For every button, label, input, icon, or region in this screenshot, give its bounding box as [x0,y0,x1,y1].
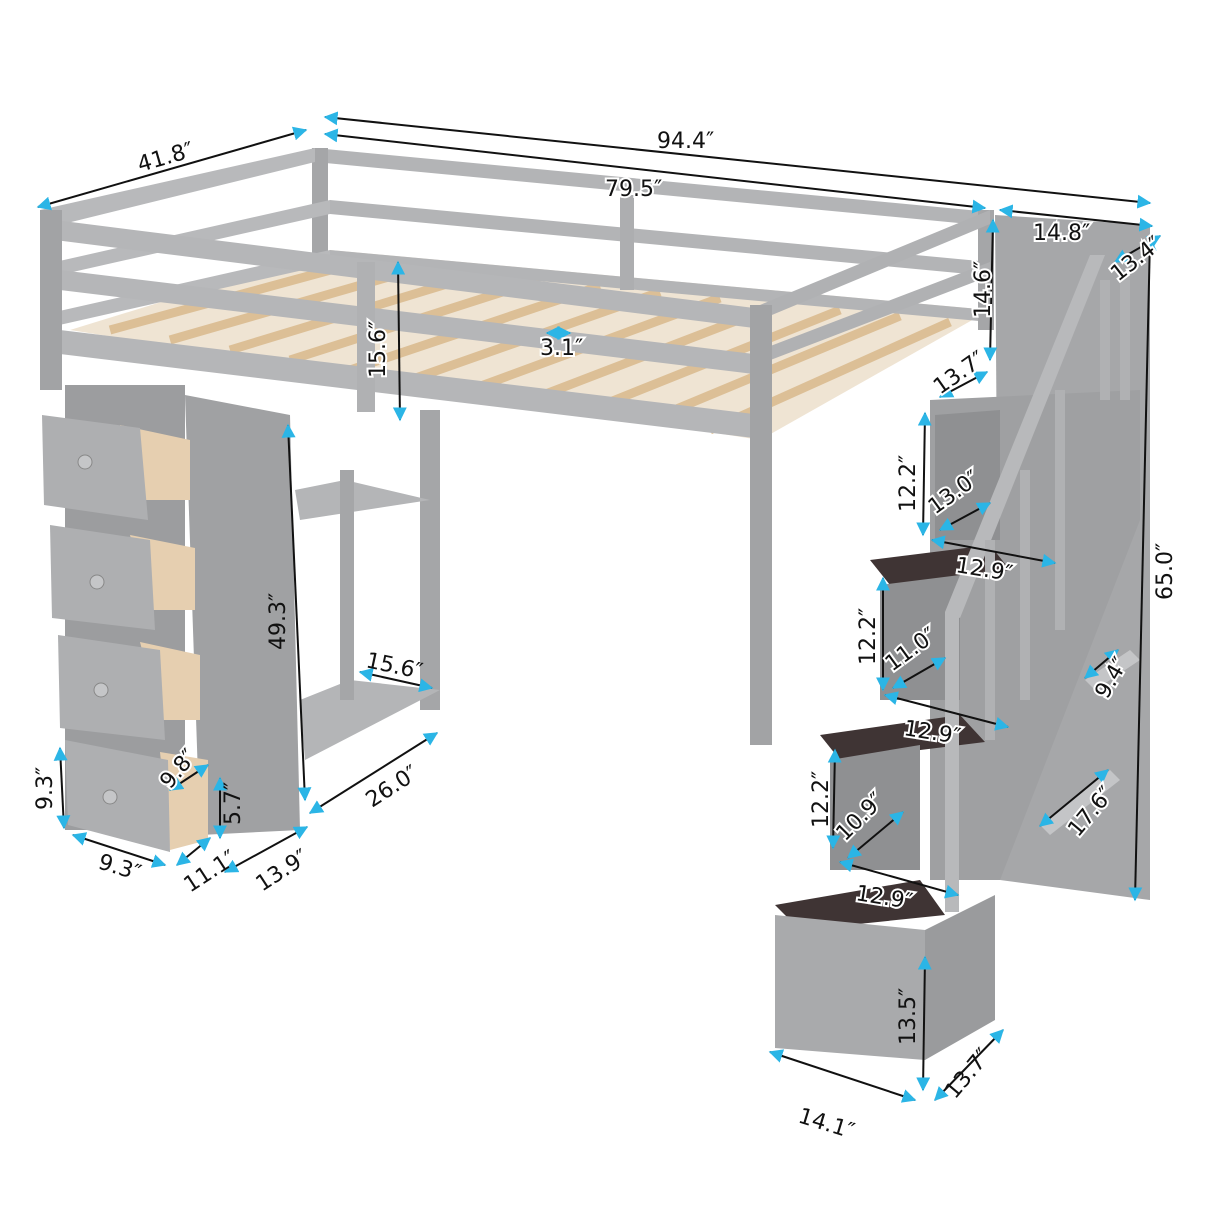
center-rail-post [357,262,375,412]
label-desk-shelf-depth: 15.6″ [364,648,425,684]
front-guardrail [55,220,770,440]
drawer-1 [42,415,190,520]
label-stair-landing-depth: 13.7″ [929,347,990,400]
label-step2-rise: 12.2″ [856,608,881,665]
front-left-post [40,210,62,390]
label-guardrail-height: 15.6″ [366,321,391,378]
cabinet-side-panel [185,395,300,835]
desk-leg [420,410,440,710]
drawer-2 [50,525,195,630]
dimension-lines [36,111,1162,1103]
label-desk-width: 26.0″ [362,761,424,813]
label-cabinet-height: 49.3″ [266,593,291,650]
label-drawer-height: 9.3″ [33,767,58,810]
label-bottom-box-width: 14.1″ [795,1104,857,1145]
drawer-knob [77,454,93,470]
label-stair-top-width: 14.8″ [1033,221,1090,246]
drawer-knob [102,789,118,805]
label-guardrail-end-height: 14.6″ [971,261,996,318]
drawer-3 [58,635,200,740]
label-bottom-box-height: 13.5″ [896,988,921,1045]
label-overall-depth: 41.8″ [135,138,197,178]
lower-shelf [300,680,440,760]
label-overall-height: 65.0″ [1153,543,1178,600]
label-step3-rise: 12.2″ [809,771,834,828]
right-end-guardrail [760,210,990,364]
drawer-cabinet [42,385,300,852]
label-bottom-box-depth: 13.7″ [940,1044,996,1104]
drawer-knob [93,682,109,698]
upper-shelf [295,480,430,520]
label-drawer-interior-height: 5.7″ [221,782,246,825]
label-slat-gap: 3.1″ [540,336,583,361]
label-bed-length: 79.5″ [605,177,662,202]
desk-shelves [295,470,440,760]
label-overall-length: 94.4″ [657,129,714,154]
drawer-knob [89,574,105,590]
bottom-storage-box [775,915,925,1060]
label-drawer-depth: 11.1″ [180,846,242,898]
front-right-post [750,305,772,745]
label-step1-rise: 12.2″ [896,455,921,512]
